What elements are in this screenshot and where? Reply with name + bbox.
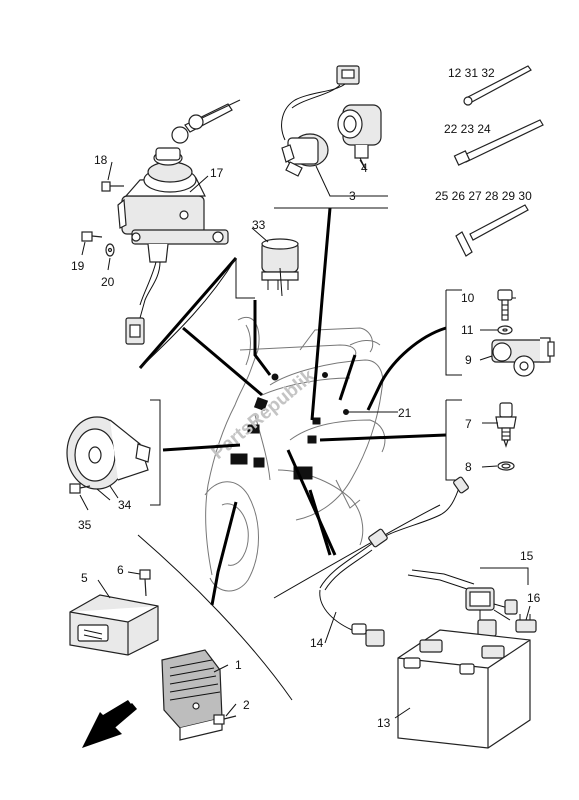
callout-18: 18 <box>94 153 108 167</box>
cable-tie-22 <box>453 119 544 166</box>
callout-25-30: 25 26 27 28 29 30 <box>435 189 532 203</box>
callout-33: 33 <box>252 218 266 232</box>
callout-4: 4 <box>361 161 368 175</box>
fuse-16 <box>515 614 537 633</box>
flasher-relay-33 <box>261 238 299 297</box>
ignition-switch-assembly <box>117 99 241 345</box>
cdi-unit-5 <box>69 594 159 656</box>
bolt-2 <box>213 714 237 725</box>
wire-lead-14 <box>319 476 469 647</box>
callout-11: 11 <box>461 323 474 337</box>
leader-lines <box>138 207 447 606</box>
front-direction-arrow-icon <box>82 700 137 748</box>
callout-2: 2 <box>243 698 250 712</box>
cable-tie-25 <box>455 204 529 257</box>
callout-3: 3 <box>349 189 356 203</box>
callout-16: 16 <box>527 591 541 605</box>
callout-labels: 1 2 3 4 5 6 7 8 9 10 11 12 31 32 13 14 1… <box>71 66 541 730</box>
group-brackets <box>137 207 462 701</box>
starter-relay-assembly <box>281 65 388 197</box>
callout-6: 6 <box>117 563 124 577</box>
battery-13 <box>397 629 531 749</box>
rectifier-regulator-1 <box>161 649 223 741</box>
callout-34: 34 <box>118 498 132 512</box>
callout-9: 9 <box>465 353 472 367</box>
callout-35: 35 <box>78 518 92 532</box>
callout-12-31-32: 12 31 32 <box>448 66 495 80</box>
callout-15: 15 <box>520 549 534 563</box>
callout-1: 1 <box>235 658 242 672</box>
washer-20 <box>105 243 115 257</box>
watermark-text: PartsRepublik <box>208 365 320 463</box>
callout-leaders <box>79 159 531 719</box>
callout-10: 10 <box>461 291 475 305</box>
callout-19: 19 <box>71 259 85 273</box>
callout-13: 13 <box>377 716 391 730</box>
bolt-6 <box>139 569 151 597</box>
bolt-10 <box>497 289 513 321</box>
callout-22-23-24: 22 23 24 <box>444 122 491 136</box>
bolt-18 <box>101 181 124 192</box>
washer-11 <box>497 325 513 335</box>
callout-14: 14 <box>310 636 324 650</box>
callout-8: 8 <box>465 460 472 474</box>
fuse-holder-15 <box>407 567 529 637</box>
callout-17: 17 <box>210 166 224 180</box>
scooter-outline <box>204 317 386 592</box>
cable-tie-12 <box>463 65 532 106</box>
bolt-35 <box>69 483 91 494</box>
callout-21: 21 <box>398 406 412 420</box>
horn-34 <box>66 416 151 501</box>
gasket-8 <box>497 461 515 471</box>
callout-5: 5 <box>81 571 88 585</box>
bolt-19 <box>81 231 103 242</box>
sensor-7 <box>495 402 517 448</box>
callout-20: 20 <box>101 275 115 289</box>
callout-7: 7 <box>465 417 472 431</box>
sensor-bracket-9 <box>491 337 555 377</box>
